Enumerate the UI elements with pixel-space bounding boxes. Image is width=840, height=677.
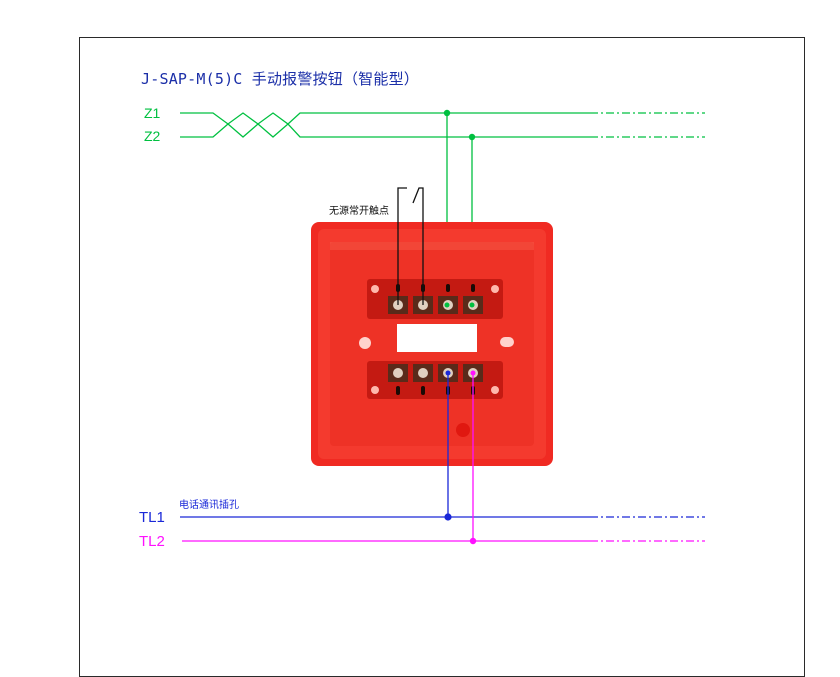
tl2-label: TL2 [139, 533, 165, 550]
mount-hole-left [359, 337, 371, 349]
tl-lines [180, 373, 705, 542]
tl2-junction-dot [469, 537, 477, 545]
tl2-terminal-dot [470, 370, 476, 376]
led-indicator [456, 423, 470, 437]
tl1-terminal-dot [445, 370, 451, 376]
z1-label: Z1 [144, 105, 161, 121]
z1-line [180, 112, 590, 125]
phone-jack-label: 电话通讯插孔 [179, 500, 239, 511]
screw-icon [371, 386, 379, 394]
screw-icon [371, 285, 379, 293]
wiring-diagram [180, 109, 705, 545]
screw-icon [491, 285, 499, 293]
diagram-title: J-SAP-M(5)C 手动报警按钮（智能型） [141, 70, 419, 88]
z1-terminal-dot [444, 302, 450, 308]
screw-icon [491, 386, 499, 394]
lower-terminal-block [367, 361, 503, 399]
tl1-junction-dot [444, 513, 452, 521]
tl1-label: TL1 [139, 509, 165, 526]
center-window [397, 324, 477, 352]
z2-terminal-dot [469, 302, 475, 308]
upper-terminal-block [367, 279, 503, 319]
alarm-button-base [311, 222, 553, 466]
no-contact-switch-symbol [397, 187, 424, 305]
mount-slot-right [500, 337, 514, 347]
z2-line [180, 123, 590, 138]
contact-label: 无源常开触点 [329, 206, 389, 217]
z1-junction-dot [443, 109, 451, 117]
z2-label: Z2 [144, 128, 161, 144]
z2-junction-dot [468, 133, 476, 141]
